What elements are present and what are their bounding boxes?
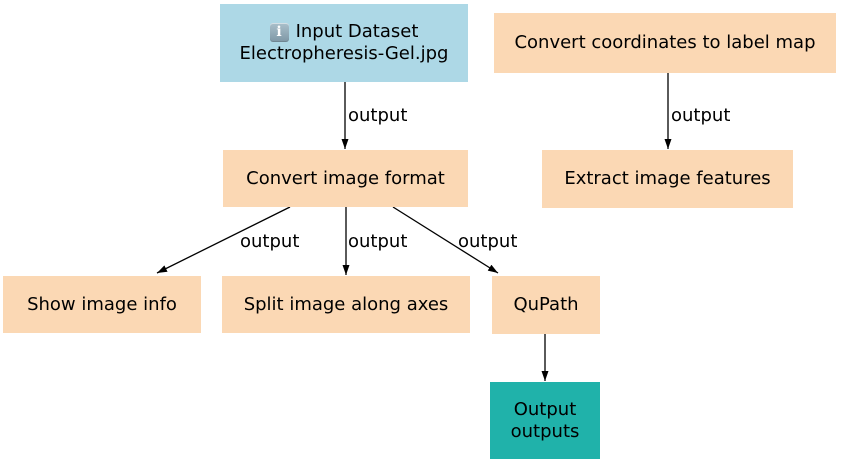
node-qupath: QuPath (492, 276, 600, 334)
node-input-dataset: i Input Dataset Electropheresis-Gel.jpg (220, 4, 468, 82)
node-label: Convert coordinates to label map (514, 32, 816, 53)
node-label: Split image along axes (243, 293, 449, 315)
node-label: Show image info (27, 293, 177, 315)
input-dataset-filename: Electropheresis-Gel.jpg (239, 43, 449, 64)
output-subtitle: outputs (510, 420, 580, 442)
edge-label-output: output (240, 231, 300, 252)
info-icon-glyph: i (276, 24, 282, 40)
edge-label-output: output (458, 231, 518, 252)
info-icon: i (269, 22, 289, 42)
edge-label-output: output (671, 105, 731, 126)
edge-label-output: output (348, 231, 408, 252)
node-show-image-info: Show image info (3, 276, 201, 333)
node-split-image-along-axes: Split image along axes (222, 276, 470, 333)
node-label: QuPath (513, 294, 579, 315)
node-label: Extract image features (564, 168, 771, 189)
input-dataset-title-row: i Input Dataset (269, 21, 419, 43)
input-dataset-title: Input Dataset (295, 21, 419, 42)
node-extract-image-features: Extract image features (542, 150, 793, 208)
node-output-outputs: Output outputs (490, 382, 600, 459)
node-convert-image-format: Convert image format (223, 150, 468, 207)
edge-label-output: output (348, 105, 408, 126)
node-label: Convert image format (246, 167, 445, 189)
node-convert-coordinates: Convert coordinates to label map (494, 13, 836, 73)
output-title: Output (513, 398, 577, 420)
